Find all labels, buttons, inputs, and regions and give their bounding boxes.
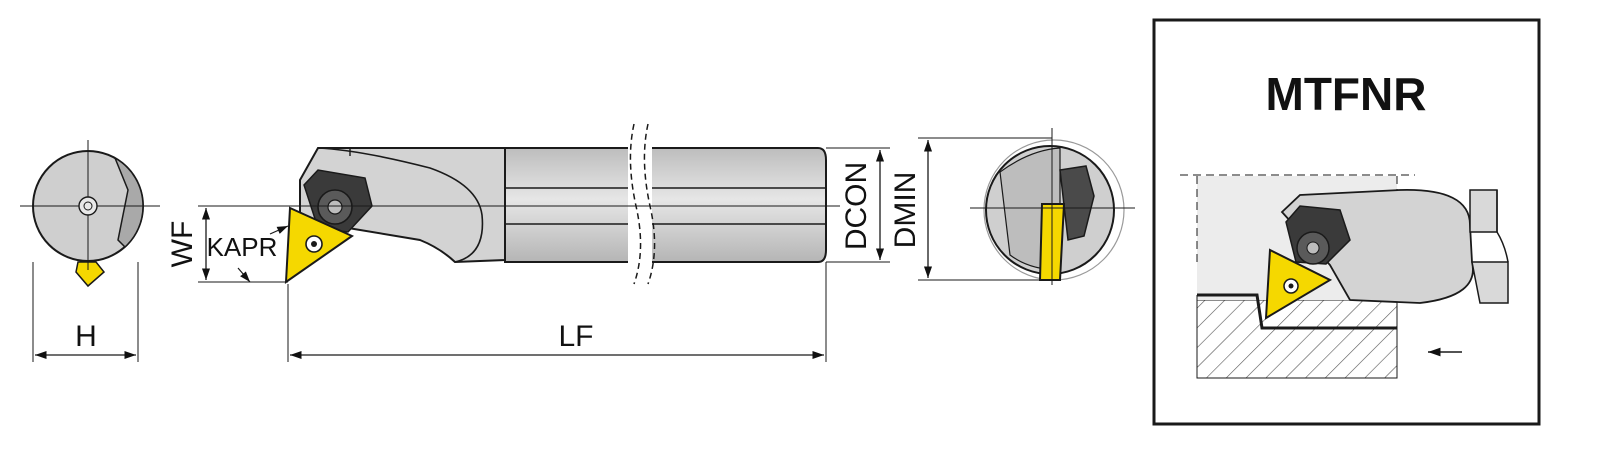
dim-dmin-label: DMIN <box>889 172 922 249</box>
end-view-insert <box>75 261 106 288</box>
dim-kapr-label: KAPR <box>207 232 278 262</box>
dim-dcon-label: DCON <box>840 162 873 250</box>
end-view <box>20 140 160 362</box>
dim-wf-label: WF <box>166 221 199 268</box>
dim-h-label: H <box>75 320 97 353</box>
front-view <box>918 128 1135 285</box>
dim-lf-label: LF <box>558 320 593 353</box>
side-view <box>198 123 890 362</box>
detail-panel <box>1152 18 1541 426</box>
detail-title: MTFNR <box>1266 68 1427 120</box>
coolant-hole-icon <box>78 196 98 216</box>
